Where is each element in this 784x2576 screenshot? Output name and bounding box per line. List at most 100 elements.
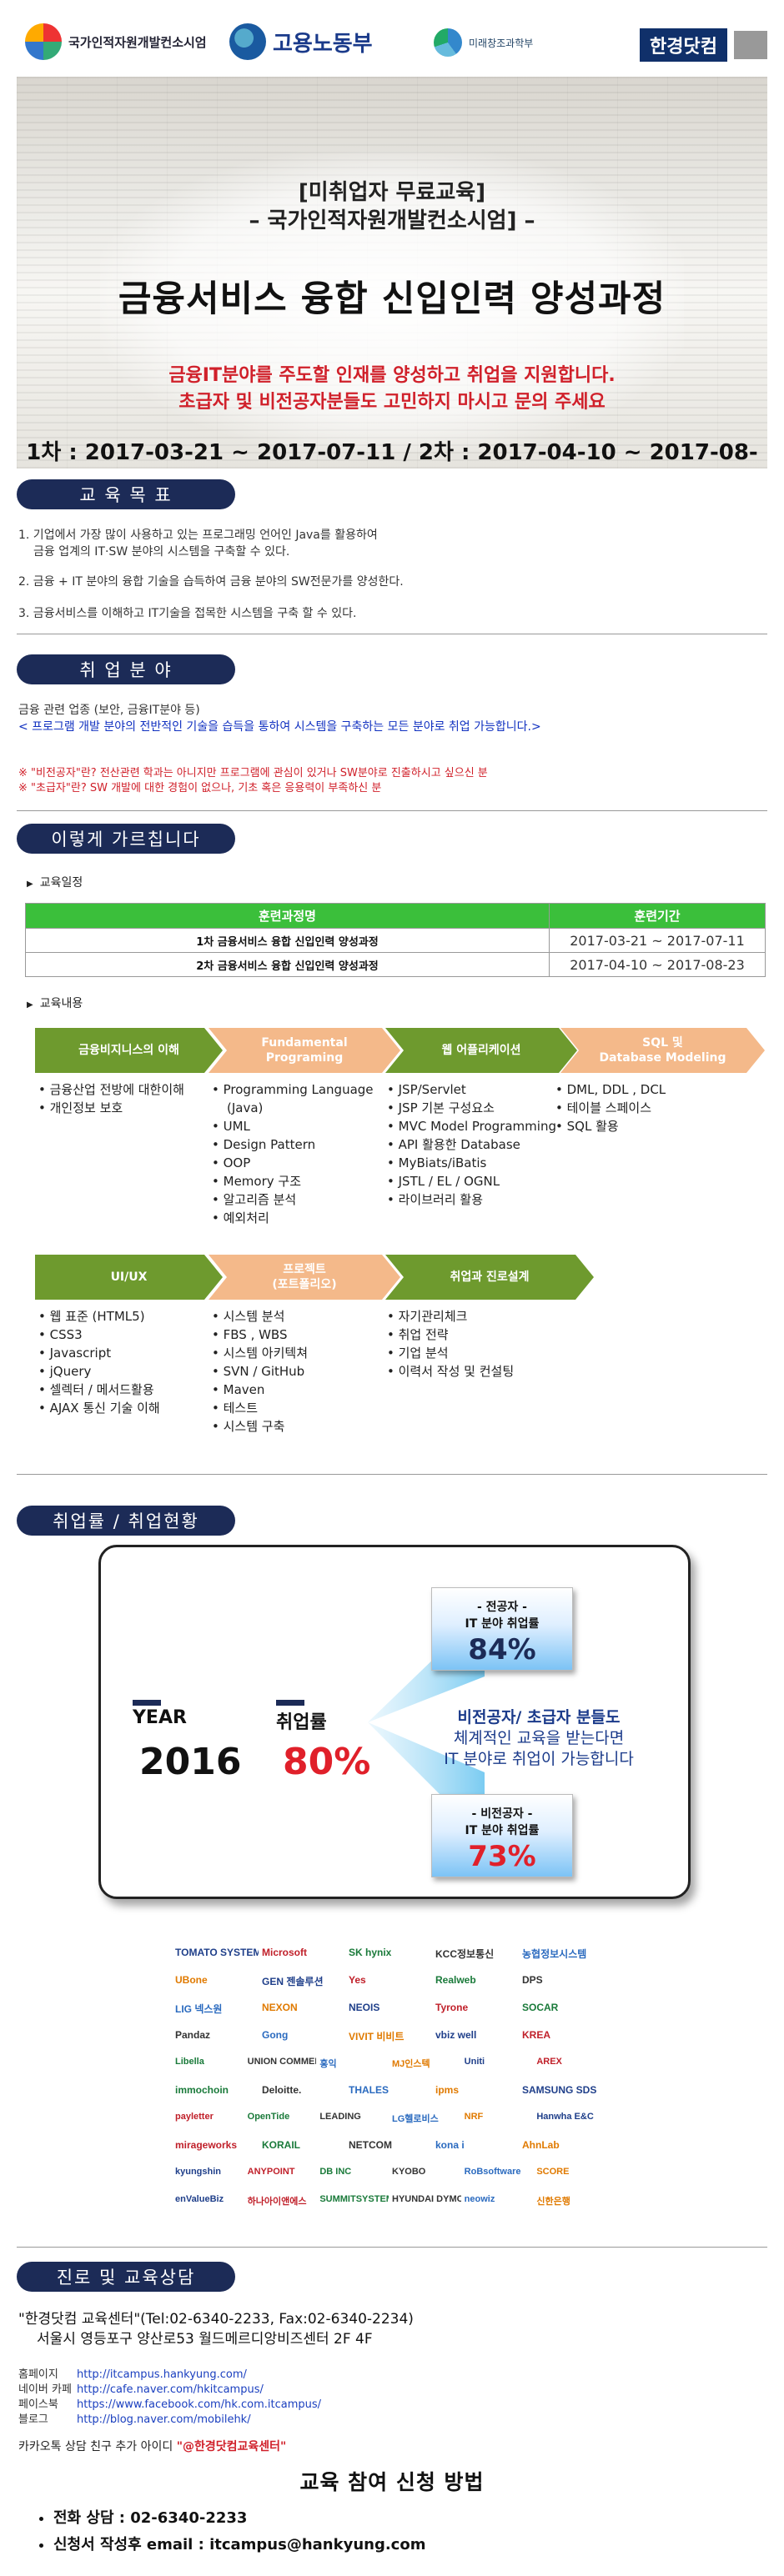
module-finance-business: 금융비지니스의 이해 bbox=[35, 1028, 223, 1073]
contact-address: 서울시 영등포구 양산로53 월드메르디앙비즈센터 2F 4F bbox=[37, 2331, 373, 2348]
goal-1: 1. 기업에서 가장 많이 사용하고 있는 프로그래밍 언어인 Java를 활용… bbox=[18, 529, 378, 542]
section-contact-heading: 진로 및 교육상담 bbox=[17, 2262, 235, 2292]
partner-logo: AhnLab bbox=[522, 2139, 560, 2151]
schedule-header-row: 훈련과정명 훈련기간 bbox=[25, 903, 766, 929]
partner-logo: KCC정보통신 bbox=[435, 1948, 495, 1960]
partner-logo: 농협정보시스템 bbox=[522, 1948, 587, 1960]
partner-logo: Tyrone bbox=[435, 2002, 469, 2013]
partner-logo: LEADING bbox=[319, 2112, 361, 2122]
list-item: API 활용한 Database bbox=[387, 1135, 556, 1154]
module-web-application: 웹 어플리케이션 bbox=[385, 1028, 577, 1073]
partner-logo: Gong bbox=[262, 2029, 289, 2041]
goal-1-cont: 금융 업계의 IT·SW 분야의 시스템을 구축할 수 있다. bbox=[33, 545, 290, 559]
homepage-link[interactable]: http://itcampus.hankyung.com/ bbox=[77, 2368, 247, 2381]
list-item: AJAX 통신 기술 이해 bbox=[38, 1399, 160, 1417]
partner-logo: THALES bbox=[349, 2084, 389, 2096]
list-item: JSP/Servlet bbox=[387, 1080, 556, 1099]
partner-logo: TOMATO SYSTEM bbox=[175, 1947, 259, 1958]
list-item: MyBiats/iBatis bbox=[387, 1154, 556, 1172]
list-item: CSS3 bbox=[38, 1326, 160, 1344]
module-career-list: 자기관리체크 취업 전략 기업 분석 이력서 작성 및 컨설팅 bbox=[387, 1307, 515, 1381]
partner-logo: LG헬로비스 bbox=[392, 2114, 439, 2124]
list-item: 셀렉터 / 메서드활용 bbox=[38, 1381, 160, 1399]
howto-phone: 전화 상담 : 02-6340-2233 bbox=[53, 2505, 425, 2532]
list-item: DML, DDL , DCL bbox=[555, 1080, 666, 1099]
partner-logo: SAMSUNG SDS bbox=[522, 2084, 597, 2096]
consortium-logo: 국가인적자원개발컨소시엄 bbox=[25, 23, 207, 60]
table-row: 1차 금융서비스 융합 신입인력 양성과정 2017-03-21 ~ 2017-… bbox=[25, 928, 766, 953]
col-period: 훈련기간 bbox=[549, 903, 766, 929]
module-sql-modeling: SQL 및 Database Modeling bbox=[560, 1028, 765, 1073]
list-item: UML bbox=[212, 1117, 374, 1135]
rate-bar bbox=[276, 1700, 304, 1706]
list-item: 예외처리 bbox=[212, 1209, 374, 1227]
blog-link[interactable]: http://blog.naver.com/mobilehk/ bbox=[77, 2413, 251, 2426]
list-item: 시스템 아키텍쳐 bbox=[212, 1344, 308, 1362]
partner-logo: ANYPOINT bbox=[247, 2167, 295, 2177]
partner-logo: 하나아이앤에스 bbox=[247, 2197, 307, 2207]
facebook-link[interactable]: https://www.facebook.com/hk.com.itcampus… bbox=[77, 2398, 322, 2411]
partner-logo: vbiz well bbox=[435, 2029, 477, 2041]
module-project-list: 시스템 분석 FBS , WBS 시스템 아키텍쳐 SVN / GitHub M… bbox=[212, 1307, 308, 1436]
hero-program: – 국가인적자원개발컨소시엄] – bbox=[249, 208, 535, 233]
msip-icon bbox=[434, 28, 462, 57]
list-item: 이력서 작성 및 컨설팅 bbox=[387, 1362, 515, 1381]
hero-banner: [미취업자 무료교육] – 국가인적자원개발컨소시엄] – 금융서비스 융합 신… bbox=[17, 77, 767, 469]
partner-logo: AREX bbox=[536, 2057, 562, 2067]
list-item: Programming Language bbox=[212, 1080, 374, 1099]
module-fundamental-programming: Fundamental Programing bbox=[209, 1028, 400, 1073]
partner-logo: UNION COMMERCE bbox=[247, 2057, 317, 2067]
section-teach-heading: 이렇게 가르칩니다 bbox=[17, 824, 235, 854]
partner-logo: KYOBO bbox=[392, 2167, 426, 2177]
module-ui-ux-list: 웹 표준 (HTML5) CSS3 Javascript jQuery 셀렉터 … bbox=[38, 1307, 160, 1417]
section-goals-heading: 교 육 목 표 bbox=[17, 479, 235, 509]
schedule-label: 교육일정 bbox=[27, 874, 83, 890]
contact-info: "한경닷컴 교육센터"(Tel:02-6340-2233, Fax:02-634… bbox=[18, 2309, 414, 2349]
partner-logo: UBone bbox=[175, 1974, 208, 1986]
partner-logo: DPS bbox=[522, 1974, 543, 1986]
col-course: 훈련과정명 bbox=[25, 903, 550, 929]
content-label: 교육내용 bbox=[27, 995, 83, 1011]
list-item: Design Pattern bbox=[212, 1135, 374, 1154]
naver-cafe-link[interactable]: http://cafe.naver.com/hkitcampus/ bbox=[77, 2383, 264, 2396]
partner-logo: VIVIT 비비트 bbox=[349, 2031, 405, 2042]
moel-logo: 고용노동부 bbox=[229, 23, 373, 60]
partner-logo: SCORE bbox=[536, 2167, 570, 2177]
list-item: (Java) bbox=[227, 1100, 264, 1115]
partner-logo: Yes bbox=[349, 1974, 366, 1986]
major-rate-badge: - 전공자 - IT 분야 취업률 84% bbox=[431, 1587, 573, 1671]
divider bbox=[17, 810, 767, 811]
partner-logo: 홍익 bbox=[319, 2059, 337, 2069]
module-ui-ux: UI/UX bbox=[35, 1255, 223, 1300]
course-period: 2017-03-21 ~ 2017-07-11 bbox=[549, 928, 766, 953]
contact-phone-line: "한경닷컴 교육센터"(Tel:02-6340-2233, Fax:02-634… bbox=[18, 2311, 414, 2328]
hankyung-logo: 한경닷컴 bbox=[640, 28, 767, 62]
partner-logo: kyungshin bbox=[175, 2167, 222, 2177]
rate-label: 취업률 bbox=[276, 1712, 327, 1733]
partner-logo: payletter bbox=[175, 2112, 214, 2122]
partner-logo: Libella bbox=[175, 2057, 204, 2067]
section-jobs-heading: 취 업 분 야 bbox=[17, 654, 235, 684]
partner-logo: immochoin bbox=[175, 2084, 229, 2096]
partner-logo: Pandaz bbox=[175, 2029, 211, 2041]
partner-logo: NEOIS bbox=[349, 2002, 380, 2013]
hero-dates: 1차 : 2017-03-21 ~ 2017-07-11 / 2차 : 2017… bbox=[26, 440, 758, 469]
howto-title: 교육 참여 신청 방법 bbox=[299, 2470, 485, 2494]
list-item: JSP 기본 구성요소 bbox=[387, 1099, 556, 1117]
list-item: jQuery bbox=[38, 1362, 160, 1381]
jobs-line-1: 금융 관련 업종 (보안, 금융IT분야 등) bbox=[18, 704, 200, 717]
msip-logo: 미래창조과학부 bbox=[434, 28, 533, 57]
course-period: 2017-04-10 ~ 2017-08-23 bbox=[549, 952, 766, 977]
year-label: YEAR bbox=[133, 1707, 187, 1728]
hero-title: 금융서비스 융합 신입인력 양성과정 bbox=[118, 278, 666, 320]
list-item: 알고리즘 분석 bbox=[212, 1190, 374, 1209]
list-item: 테스트 bbox=[212, 1399, 308, 1417]
list-item: MVC Model Programming bbox=[387, 1117, 556, 1135]
partner-logo: Microsoft bbox=[262, 1947, 307, 1958]
partner-logo: RoBsoftware bbox=[464, 2167, 521, 2177]
goal-3: 3. 금융서비스를 이해하고 IT기술을 접목한 시스템을 구축 할 수 있다. bbox=[18, 607, 357, 620]
module-sql-modeling-list: DML, DDL , DCL 테이블 스페이스 SQL 활용 bbox=[555, 1080, 666, 1135]
